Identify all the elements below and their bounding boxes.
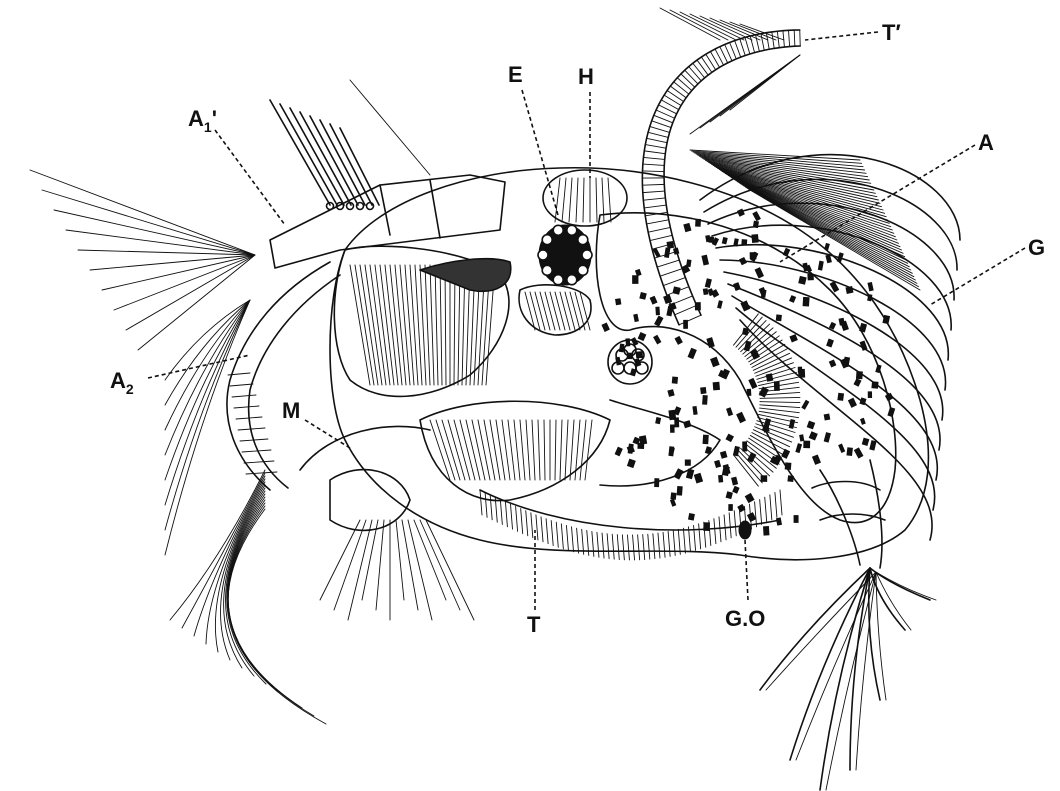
label-a2: A2 [110,368,134,397]
label-t: T [527,612,541,637]
antenna [164,261,341,725]
gut-region [595,208,897,536]
figure-labels: A1' A2 M E H T′ A G T G.O [110,20,1045,637]
abdomen [759,459,937,791]
label-a: A [978,130,994,155]
label-h: H [578,64,594,89]
mandible-muscle [333,245,512,398]
rosette-organ [607,339,653,385]
segmented-appendage [641,7,802,326]
label-a1: A1' [188,106,217,135]
carapace [329,166,930,561]
compound-eye [537,224,593,286]
genital-opening [738,520,752,540]
label-e: E [508,62,523,87]
label-t-prime: T′ [882,20,901,45]
leader-lines [147,31,1026,610]
lower-limbs [299,425,475,621]
brain-mass [518,284,592,336]
gill-lamellae [689,149,961,541]
label-go: G.O [725,606,765,631]
head-organ [542,169,628,227]
label-g: G [1028,235,1045,260]
label-m: M [282,398,300,423]
antennule [29,79,506,351]
